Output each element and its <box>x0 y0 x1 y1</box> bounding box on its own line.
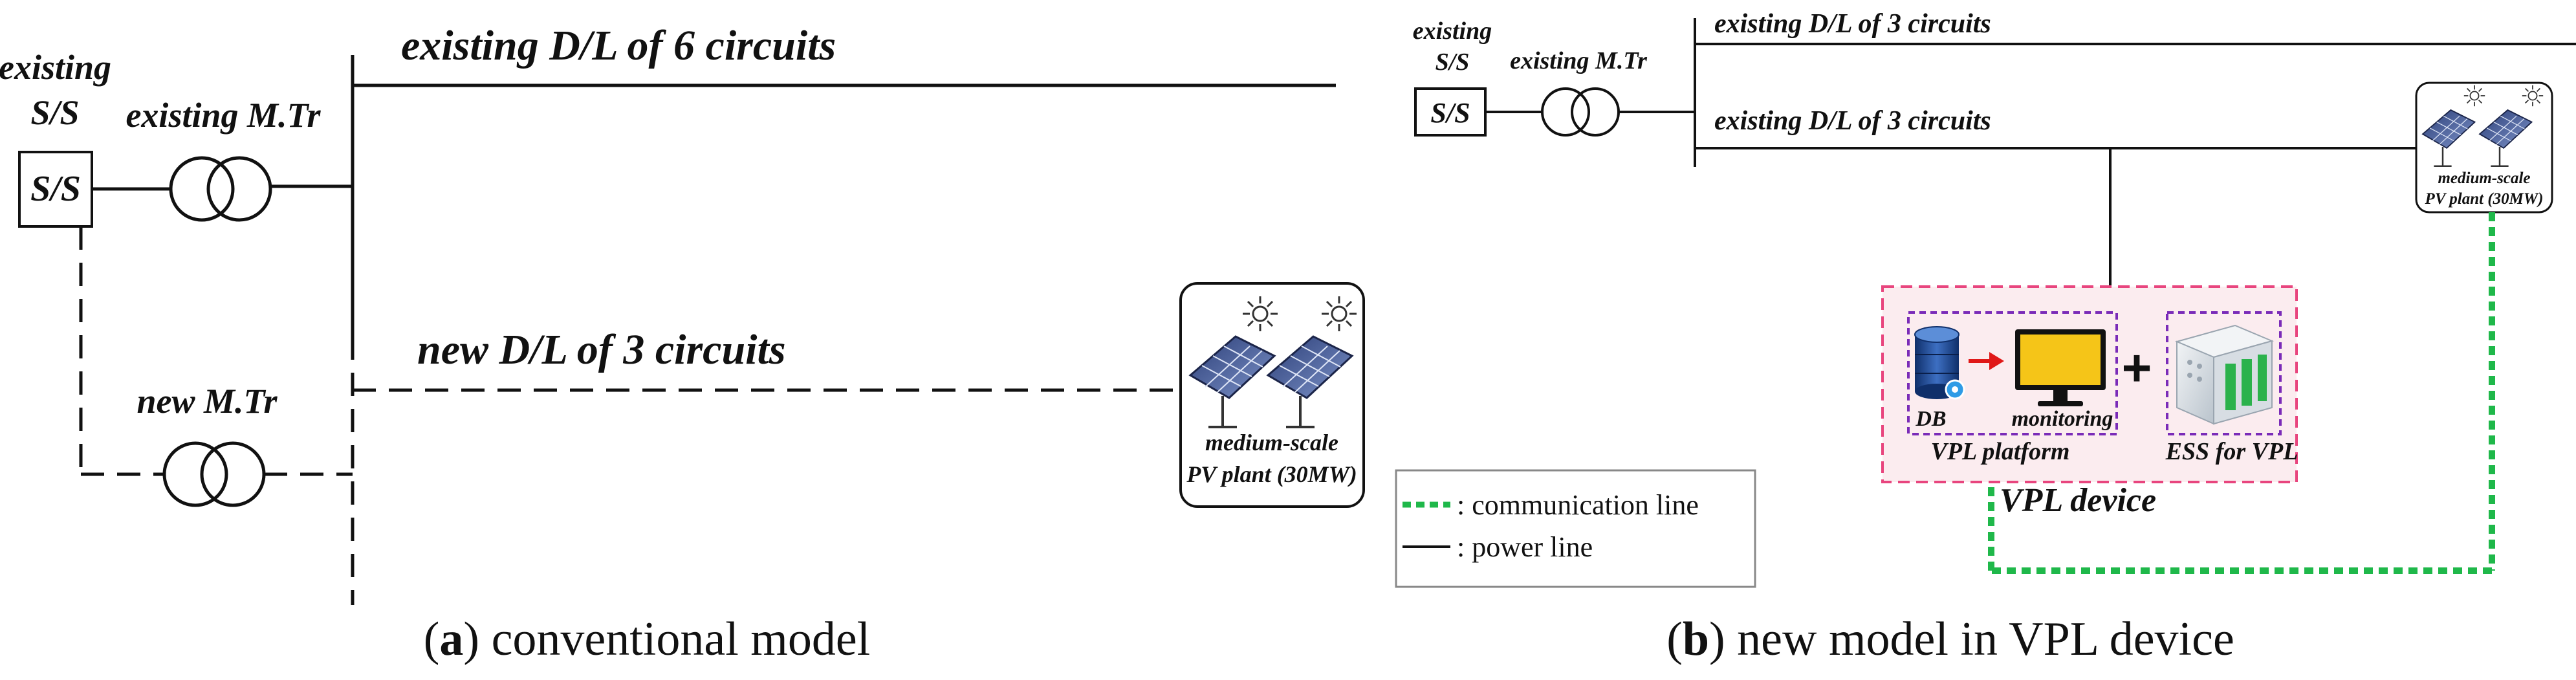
b-dl-line-2-label: existing D/L of 3 circuits <box>1714 106 1991 136</box>
b-ess-label: ESS for VPL <box>2165 438 2298 465</box>
arrow-icon <box>1969 352 2004 370</box>
b-existing-mtr-label: existing M.Tr <box>1510 47 1648 74</box>
b-substation-box <box>1414 87 1487 137</box>
legend-power-label: : power line <box>1457 531 1593 563</box>
a-substation-label-line2: S/S <box>30 93 79 132</box>
b-pv-label-line1: medium-scale <box>2438 170 2530 187</box>
b-dl-line-1-label: existing D/L of 3 circuits <box>1714 9 1991 39</box>
a-substation-box <box>18 151 93 228</box>
b-monitoring-label: monitoring <box>2012 407 2113 431</box>
panel-b-new-model: existing S/S S/S existing M.Tr existing … <box>1413 9 2576 666</box>
legend-box <box>1395 469 1756 588</box>
b-db-label: DB <box>1915 407 1946 431</box>
database-icon <box>1914 326 1965 400</box>
a-pv-plant: medium-scale PV plant (30MW) <box>1179 282 1365 508</box>
legend-communication-label: : communication line <box>1457 489 1699 521</box>
b-existing-transformer-icon <box>1541 87 1620 137</box>
b-plus-sign: + <box>2122 339 2152 397</box>
b-caption-text: new model in VPL device <box>1725 613 2234 666</box>
panel-a-conventional-model: existing S/S S/S existing M.Tr existing … <box>0 22 1365 666</box>
ess-battery-icon <box>2174 324 2275 425</box>
a-substation-label-line1: existing <box>0 48 111 87</box>
a-caption-letter: a <box>439 613 463 666</box>
b-vpl-platform-label: VPL platform <box>1931 438 2070 465</box>
a-substation-box-text: S/S <box>30 169 81 209</box>
a-existing-transformer-icon <box>169 156 272 222</box>
b-pv-label-line2: PV plant (30MW) <box>2425 190 2544 208</box>
a-caption-text: conventional model <box>479 613 870 666</box>
b-vpl-device: DB monitoring VPL platform + ESS for VPL <box>1881 285 2298 483</box>
a-pv-label-line2: PV plant (30MW) <box>1186 461 1357 487</box>
b-vpl-device-label: VPL device <box>2000 482 2156 519</box>
b-substation-box-text: S/S <box>1430 97 1470 129</box>
a-new-mtr-label: new M.Tr <box>136 382 278 421</box>
b-pv-plant: medium-scale PV plant (30MW) <box>2415 82 2553 214</box>
b-substation-label-line1: existing <box>1413 17 1492 45</box>
a-new-dl-label: new D/L of 3 circuits <box>417 326 786 373</box>
b-caption-letter: b <box>1683 613 1709 666</box>
legend: : communication line : power line <box>1395 469 1756 588</box>
a-new-transformer-icon <box>162 441 266 507</box>
a-existing-dl-label: existing D/L of 6 circuits <box>401 22 836 69</box>
monitor-icon <box>2015 329 2106 406</box>
a-pv-label-line1: medium-scale <box>1205 430 1338 455</box>
a-caption: (a) conventional model <box>424 613 871 666</box>
b-substation-label-line2: S/S <box>1435 49 1470 76</box>
b-caption: (b) new model in VPL device <box>1666 613 2234 666</box>
a-existing-mtr-label: existing M.Tr <box>126 96 321 135</box>
